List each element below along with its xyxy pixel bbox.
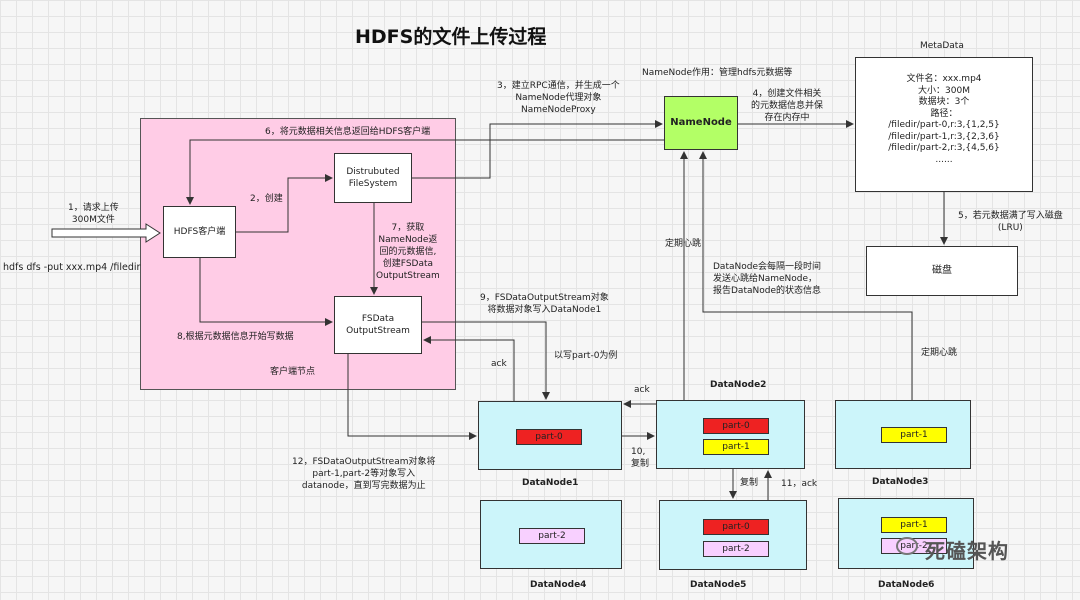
wechat-logo-icon	[896, 537, 918, 555]
diagram-title: HDFS的文件上传过程	[355, 26, 547, 48]
step12-label: 12，FSDataOutputStream对象将 part-1,part-2等对…	[292, 457, 436, 491]
datanode6-label: DataNode6	[878, 580, 935, 590]
block-part-2: part-2	[703, 541, 769, 557]
step9-label: 9，FSDataOutputStream对象 将数据对象写入DataNode1	[480, 293, 609, 315]
step5-label: 5，若元数据满了写入磁盘 (LRU)	[958, 211, 1063, 233]
block-part-0: part-0	[516, 429, 582, 445]
example-note: 以写part-0为例	[554, 351, 618, 361]
datanode4-box: part-2	[480, 500, 622, 569]
block-part-1: part-1	[881, 517, 947, 533]
step8-label: 8,根据元数据信息开始写数据	[177, 332, 294, 342]
block-part-0: part-0	[703, 519, 769, 535]
block-part-0: part-0	[703, 418, 769, 434]
step7-label: 7，获取 NameNode返 回的元数据信, 创建FSData OutputSt…	[376, 223, 440, 281]
hdfs-client-box: HDFS客户端	[163, 206, 236, 258]
datanode1-label: DataNode1	[522, 478, 579, 488]
datanode5-label: DataNode5	[690, 580, 747, 590]
heartbeat-left-label: 定期心跳	[665, 239, 702, 249]
watermark-text: 死磕架构	[925, 539, 1009, 563]
block-part-2: part-2	[519, 528, 585, 544]
metadata-title: MetaData	[920, 41, 964, 51]
datanode4-label: DataNode4	[530, 580, 587, 590]
heartbeat-right-label: 定期心跳	[921, 348, 958, 358]
step10-label: 10, 复制	[631, 447, 650, 469]
step11-label: 11，ack	[781, 479, 818, 489]
namenode-box: NameNode	[664, 96, 738, 150]
client-node-label: 客户端节点	[270, 367, 316, 377]
datanode2-label: DataNode2	[710, 380, 767, 390]
datanode3-box: part-1	[835, 400, 971, 469]
copy-label: 复制	[740, 478, 759, 488]
ack1-label: ack	[491, 359, 507, 369]
disk-box: 磁盘	[866, 246, 1018, 296]
block-part-1: part-1	[881, 427, 947, 443]
step2-label: 2，创建	[250, 194, 283, 204]
step6-label: 6，将元数据相关信息返回给HDFS客户端	[265, 127, 431, 137]
step4-label: 4，创建文件相关 的元数据信息并保 存在内存中	[751, 89, 824, 123]
step3-label: 3，建立RPC通信，并生成一个 NameNode代理对象 NameNodePro…	[497, 81, 620, 115]
datanode5-box: part-0 part-2	[659, 500, 807, 570]
ack2-label: ack	[634, 385, 650, 395]
datanode2-box: part-0 part-1	[656, 400, 805, 469]
step1-label: 1，请求上传 300M文件	[68, 203, 119, 225]
metadata-box: 文件名：xxx.mp4 大小：300M 数据块：3个 路径： /filedir/…	[855, 57, 1033, 192]
block-part-1: part-1	[703, 439, 769, 455]
cli-command: hdfs dfs -put xxx.mp4 /filedir	[3, 262, 141, 273]
namenode-role-label: NameNode作用：管理hdfs元数据等	[642, 68, 793, 78]
datanode3-label: DataNode3	[872, 477, 929, 487]
heartbeat-note: DataNode会每隔一段时间 发送心跳给NameNode， 报告DataNod…	[713, 262, 821, 296]
datanode1-box: part-0	[478, 401, 622, 470]
